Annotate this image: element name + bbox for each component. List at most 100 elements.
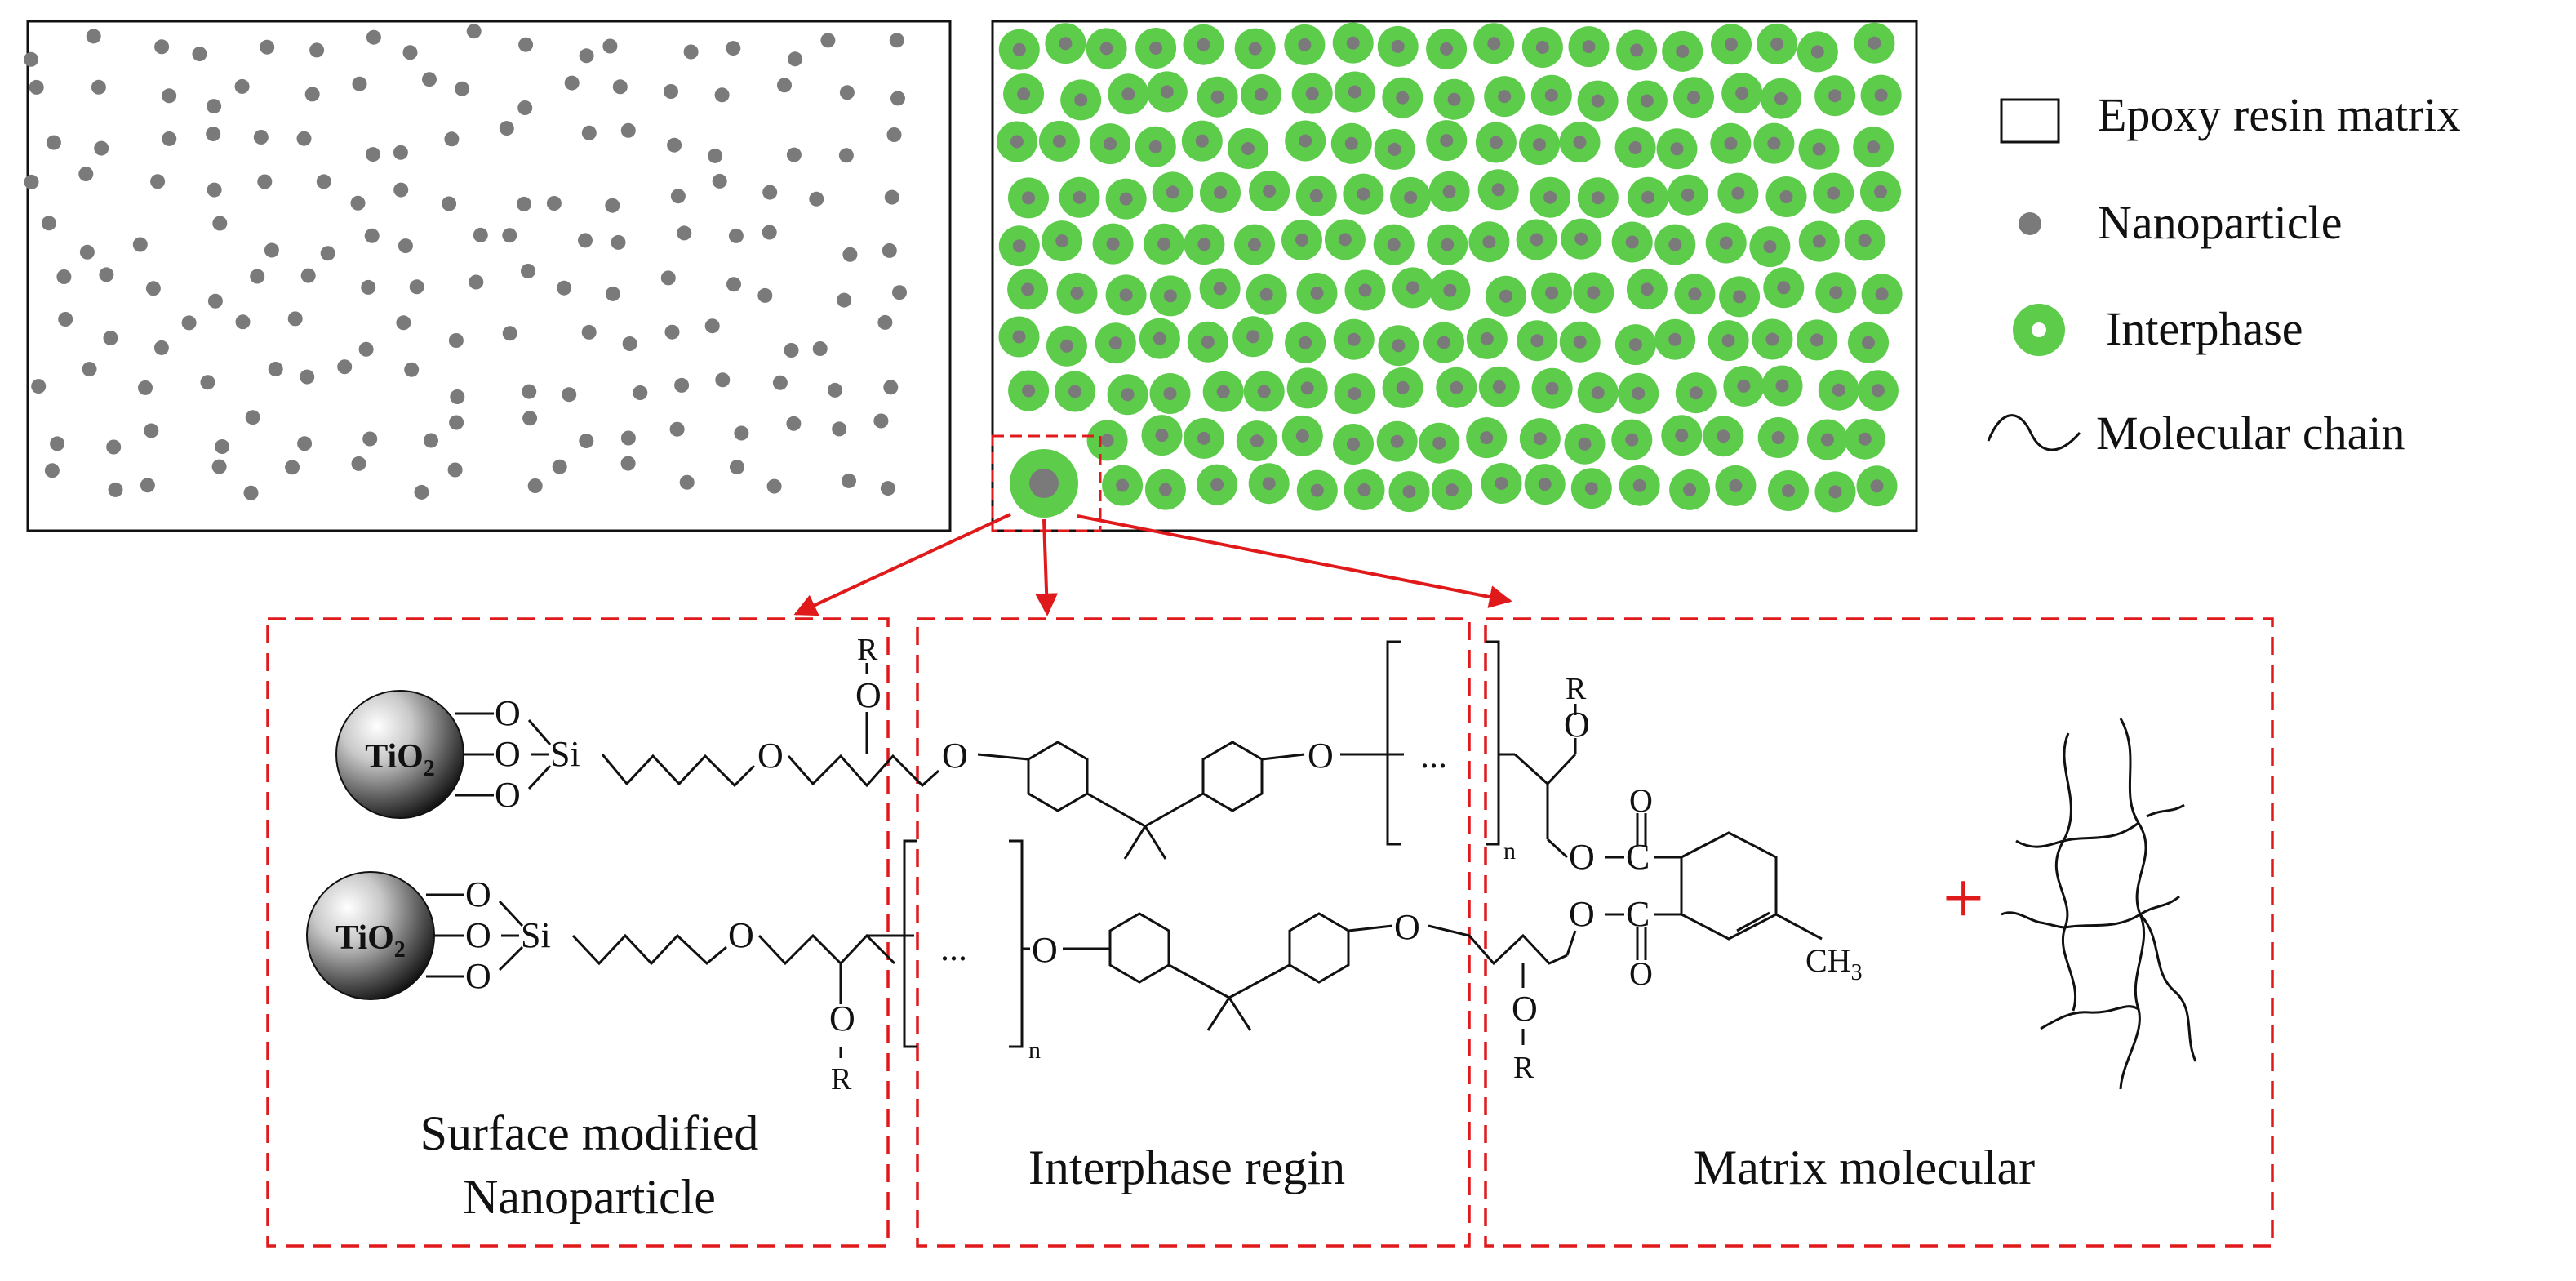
atom-o: O <box>942 736 968 776</box>
interphase-particle <box>1296 469 1338 511</box>
nanoparticle-core <box>1640 94 1654 108</box>
nanoparticle-core <box>1197 431 1210 445</box>
interphase-particle <box>1721 73 1763 114</box>
nanoparticle-dot <box>414 484 429 500</box>
nanoparticle-core <box>1828 89 1842 103</box>
interphase-particle <box>1200 171 1241 213</box>
nanoparticle-core <box>1121 87 1135 101</box>
repeat-n: n <box>1028 1037 1041 1064</box>
interphase-particle <box>1378 325 1419 367</box>
bond <box>1144 825 1167 860</box>
nanoparticle-core <box>1445 483 1459 497</box>
interphase-particle <box>1433 78 1475 120</box>
interphase-particle <box>1857 370 1899 411</box>
legend-nanoparticle-label: Nanoparticle <box>2098 196 2343 249</box>
nanoparticle-dot <box>812 341 828 356</box>
interphase-particle <box>1814 471 1856 513</box>
nanoparticle-dot <box>444 131 460 147</box>
nanoparticle-core <box>1214 185 1227 199</box>
nanoparticle-core <box>1406 281 1419 295</box>
nanoparticle-dot <box>704 318 720 334</box>
repeat-dots: ... <box>940 928 967 968</box>
legend-nanoparticle-swatch <box>2019 212 2041 235</box>
interphase-particle <box>1102 465 1144 506</box>
legend-chain-swatch <box>1987 414 2081 451</box>
interphase-particle <box>1860 171 1901 212</box>
nanoparticle-core <box>1388 142 1401 156</box>
nanoparticle-core <box>1158 483 1172 496</box>
interphase-particle <box>1705 222 1747 264</box>
interphase-particle <box>1291 73 1333 114</box>
nanoparticle-core <box>1871 384 1885 398</box>
nanoparticle-core <box>1874 185 1887 198</box>
nanoparticle-core <box>1155 429 1169 443</box>
interphase-particle <box>998 316 1040 358</box>
nanoparticle-core <box>1195 134 1209 148</box>
nanoparticle-core <box>1812 234 1826 248</box>
chain-strand <box>2064 895 2180 929</box>
nanoparticle-core <box>1482 235 1496 249</box>
nanoparticle-core <box>1591 191 1605 205</box>
interphase-particle <box>1818 369 1859 411</box>
interphase-particle <box>1285 120 1326 162</box>
bond <box>1546 838 1569 859</box>
interphase-particle <box>1861 274 1903 315</box>
atom-c: C <box>1626 894 1650 934</box>
nanoparticle-core <box>1810 333 1823 347</box>
nanoparticle-core <box>1725 38 1738 51</box>
interphase-particle <box>1007 269 1049 310</box>
nanoparticle-core <box>1591 386 1605 400</box>
nanoparticle-core <box>1632 478 1646 492</box>
interphase-particle <box>1703 416 1744 457</box>
nanoparticle-dot <box>257 174 273 189</box>
nanoparticle-dot <box>766 478 782 494</box>
interphase-particle <box>1135 28 1177 69</box>
nanoparticle-core <box>1387 238 1401 251</box>
chain-strand <box>2146 803 2185 818</box>
epoxy-matrix-box <box>26 20 952 532</box>
nanoparticle-core <box>1213 282 1227 296</box>
nanoparticle-dot <box>140 478 155 493</box>
nanoparticle-dot <box>683 44 699 60</box>
nanoparticle-dot <box>366 29 381 45</box>
nanoparticle-core <box>1670 142 1684 156</box>
nanoparticle-dot <box>316 174 331 189</box>
interphase-particle <box>1674 274 1716 315</box>
interphase-particle <box>1561 218 1602 260</box>
interphase-particle <box>1860 74 1902 116</box>
interphase-particle <box>1519 124 1560 166</box>
interphase-particle <box>1559 122 1601 163</box>
nanoparticle-core <box>1441 238 1455 251</box>
nanoparticle-core <box>1440 134 1454 148</box>
interphase-particle <box>1236 420 1277 462</box>
nanoparticle-dot <box>557 280 572 296</box>
nanoparticle-dot <box>91 79 106 95</box>
atom-o: O <box>855 675 882 715</box>
nanoparticle-dot <box>660 270 676 286</box>
interphase-particle <box>1723 365 1765 407</box>
nanoparticle-core <box>1432 436 1446 450</box>
interphase-particle <box>1197 464 1238 505</box>
nanoparticle-dot <box>41 216 56 231</box>
nanoparticle-dot <box>564 75 580 91</box>
interphase-particle <box>1046 325 1087 367</box>
nanoparticle-dot <box>714 87 730 103</box>
interphase-particle <box>1468 221 1510 263</box>
interphase-particle <box>1199 268 1241 309</box>
nanoparticle-dot <box>448 333 464 348</box>
nanoparticle-dot <box>364 228 380 243</box>
nanoparticle-core <box>1153 331 1166 345</box>
legend-matrix-swatch <box>2000 98 2060 144</box>
interphase-particle <box>1611 419 1653 460</box>
nanoparticle-dot <box>404 362 420 377</box>
nanoparticle-dot <box>522 384 537 399</box>
nanoparticle-dot <box>602 38 618 54</box>
interphase-particle <box>1228 128 1268 169</box>
nanoparticle-core <box>1157 237 1171 251</box>
interphase-particle <box>1144 469 1186 510</box>
nanoparticle-dot <box>409 279 424 295</box>
nanoparticle-core <box>1828 485 1842 499</box>
interphase-particle <box>1475 122 1517 163</box>
nanoparticle-dot <box>786 147 802 162</box>
nanoparticle-core <box>1721 334 1735 348</box>
